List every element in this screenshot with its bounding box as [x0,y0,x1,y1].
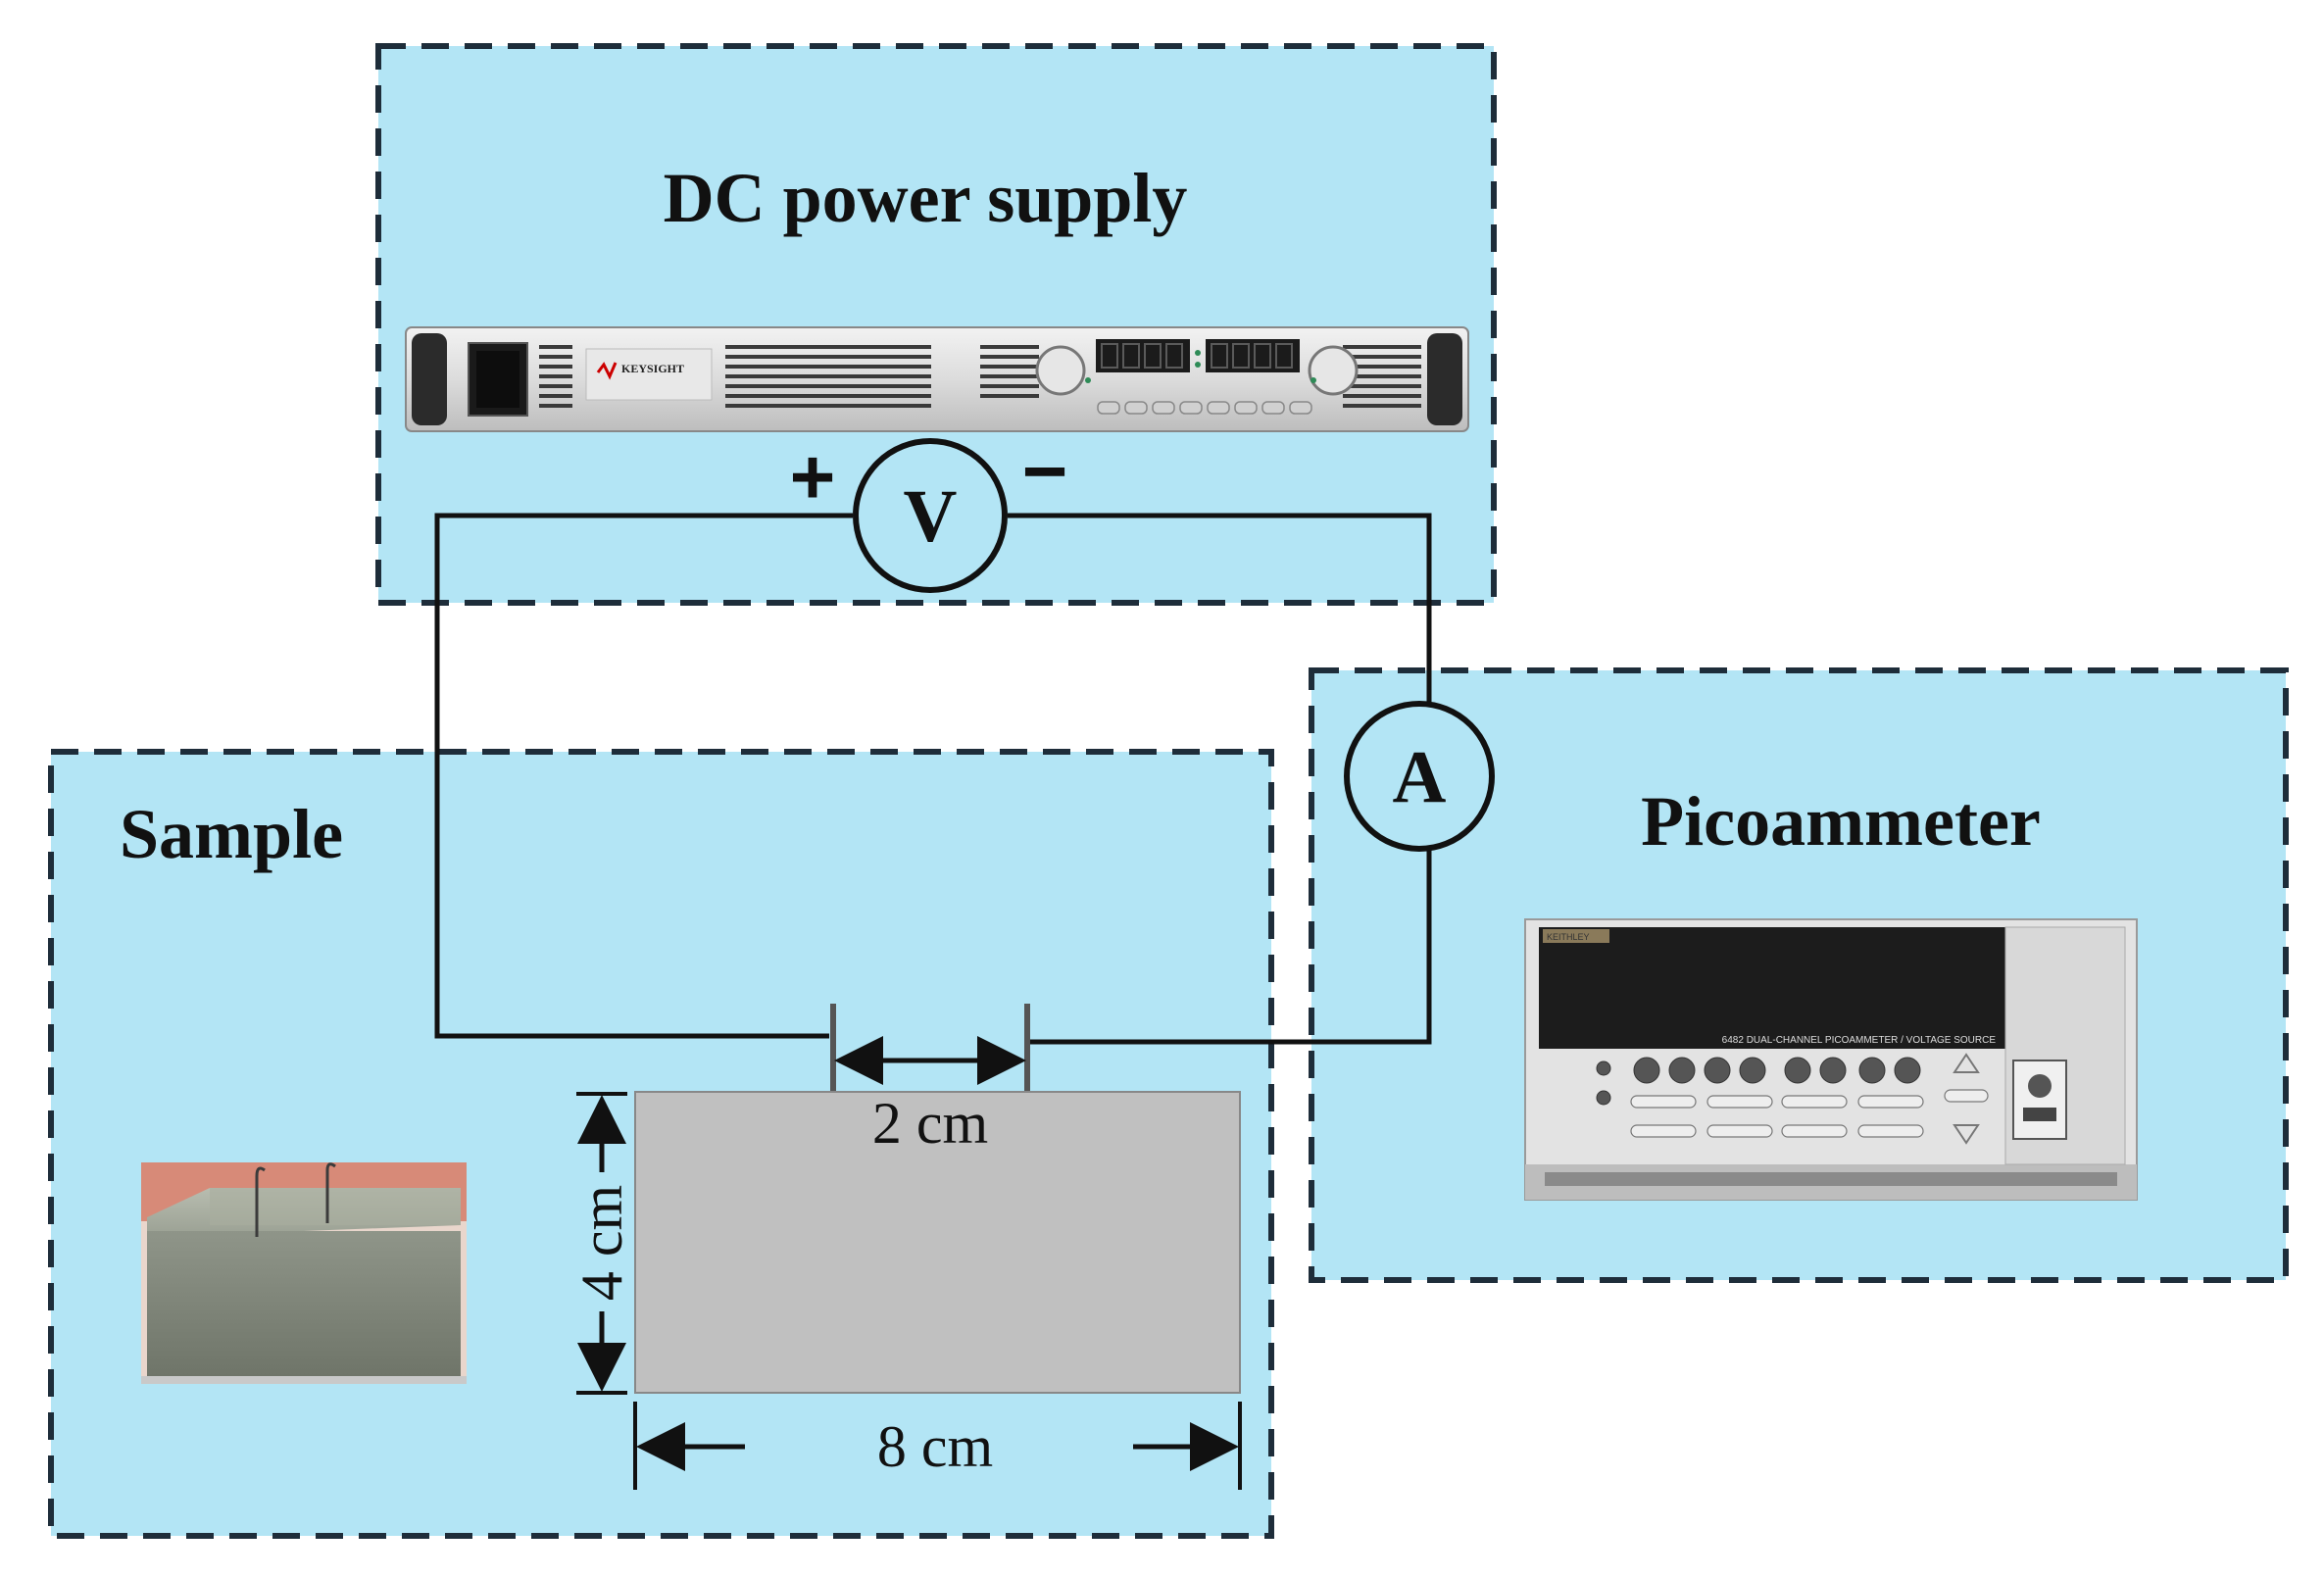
picoammeter-brand: KEITHLEY [1547,932,1590,942]
current-knob-icon [1308,345,1359,396]
voltmeter-symbol [853,438,1008,593]
minus-terminal-label: − [1022,427,1068,515]
ammeter-symbol [1344,701,1495,852]
sample-title: Sample [120,795,343,873]
picoammeter-model: 6482 DUAL-CHANNEL PICOAMMETER / VOLTAGE … [1722,1035,1997,1046]
power-supply-title: DC power supply [664,159,1188,237]
voltmeter-label: V [904,475,958,558]
picoammeter-device: KEITHLEY 6482 DUAL-CHANNEL PICOAMMETER /… [1524,918,2138,1201]
ammeter-label: A [1393,736,1447,818]
sample-photo [141,1162,467,1384]
height-label: 4 cm [569,1185,634,1301]
photo-electrode-left-icon [255,1166,266,1237]
sample-block-schematic [634,1091,1241,1394]
length-label: 8 cm [877,1414,993,1479]
keysight-logo-icon [596,362,618,380]
picoammeter-title: Picoammeter [1641,782,2041,861]
electrode-spacing-label: 2 cm [872,1091,988,1156]
output-button-icon [2028,1074,2052,1098]
power-supply-brand: KEYSIGHT [621,362,684,375]
photo-electrode-right-icon [325,1162,336,1223]
dc-power-supply-device: KEYSIGHT [405,326,1469,432]
circuit-wires [434,513,1432,1045]
plus-terminal-label: + [790,433,836,520]
voltage-knob-icon [1035,345,1086,396]
